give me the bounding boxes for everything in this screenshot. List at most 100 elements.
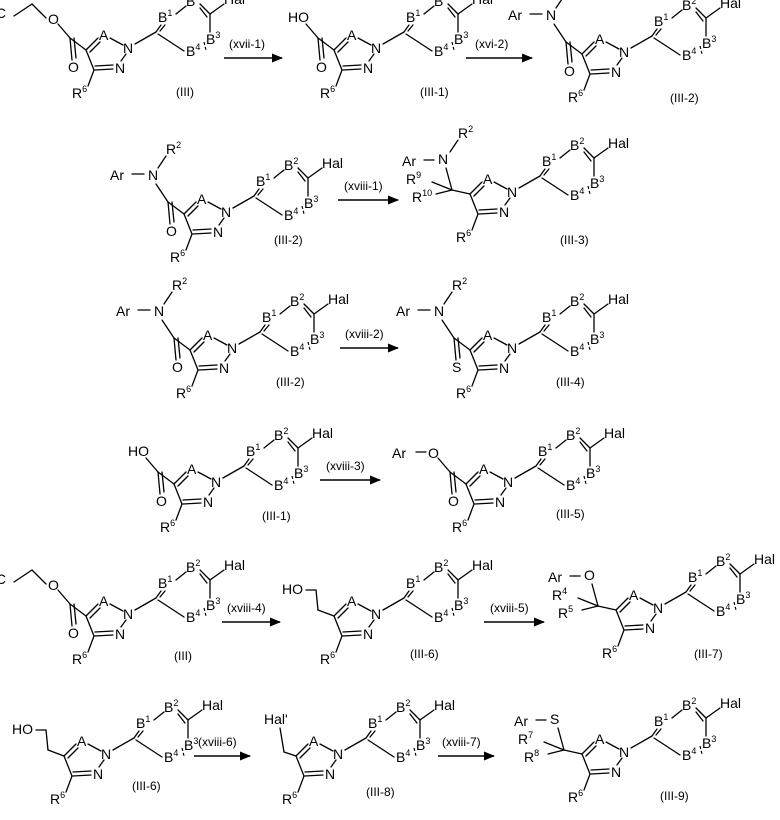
bond-line: [479, 369, 497, 370]
substituent-index: 4: [283, 476, 288, 486]
bond-line: [284, 752, 296, 756]
reaction-arrow: (xviii-1): [338, 179, 398, 200]
halogen-label: Hal: [224, 0, 245, 7]
substituent-index: 2: [195, 0, 200, 2]
bond-line: [592, 584, 598, 606]
ring-atom-B3: B3: [454, 596, 468, 613]
halogen-label: Hal: [328, 291, 349, 307]
bond-line: [306, 24, 318, 38]
R6-label: R6: [282, 790, 297, 807]
bond-line: [70, 604, 72, 626]
bond-line: [158, 34, 184, 51]
bond-line: [183, 499, 201, 500]
ring-atom-B1: B1: [406, 8, 420, 25]
bond-line: [186, 234, 192, 250]
ring-atom-N1: N: [221, 204, 231, 220]
bond-line: [586, 46, 596, 56]
reaction-arrow: (xviii-4): [222, 601, 280, 622]
bond-line: [58, 590, 70, 604]
bond-line: [184, 214, 192, 234]
bond-line: [174, 484, 182, 504]
bond-line: [88, 70, 94, 86]
ring-atom-N1: N: [211, 474, 221, 490]
ring-atom-B2: B2: [566, 426, 580, 443]
ring-atom-N1: N: [653, 600, 663, 616]
ring-atom-B4: B4: [396, 748, 410, 765]
halogen-label: Hal: [322, 155, 343, 171]
halogen-label: Hal: [720, 695, 741, 711]
bond-line: [113, 738, 134, 750]
linker-atom: N: [438, 151, 448, 167]
ring-atom-N2: N: [611, 764, 621, 780]
bond-line: [386, 712, 396, 720]
bond-line: [625, 629, 643, 630]
aryl-label: Ar: [402, 153, 416, 169]
substituent-base: B: [158, 575, 167, 591]
substituent-index: 6: [82, 84, 87, 94]
substituent-base: B: [186, 609, 195, 625]
bond-line: [442, 320, 454, 338]
substituent-index: 3: [463, 30, 468, 40]
substituent-index: 3: [303, 464, 308, 474]
compound-number: (III-3): [560, 233, 589, 247]
substituent-index: 6: [612, 644, 617, 654]
substituent-base: R: [72, 651, 82, 667]
bond-line: [176, 572, 186, 580]
substituent-base: B: [654, 13, 663, 29]
bond-line: [560, 306, 570, 314]
ring-atom-N2: N: [219, 360, 229, 376]
substituent-base: R: [320, 85, 330, 101]
bond-line: [654, 738, 680, 755]
carbonyl-oxygen: O: [68, 59, 79, 75]
ester-oxygen: O: [428, 445, 439, 461]
bond-line: [474, 342, 484, 352]
ring-atom-B3: B3: [206, 596, 220, 613]
compound-III-3: ANNR6B1B2HalB3B4R10R9NR2Ar(III-3): [402, 124, 629, 247]
substituent-index: 1: [167, 8, 172, 18]
ring-atom-A: A: [483, 327, 493, 343]
amide-nitrogen: N: [546, 7, 556, 23]
bond-line: [135, 32, 156, 44]
substituent-index: 1: [551, 152, 556, 162]
compound-number: (III): [176, 85, 194, 99]
substituent-base: B: [158, 9, 167, 25]
bond-line: [591, 769, 609, 770]
ring-atom-B3: B3: [184, 736, 198, 753]
ring-atom-B2: B2: [716, 552, 730, 569]
substituent-base: B: [310, 331, 319, 347]
compound-III-2-row3: ANNR6B1B2HalB3B4ONR2Ar(III-2): [116, 276, 349, 401]
bond-line: [458, 570, 472, 580]
bond-line: [174, 472, 186, 484]
ring-atom-N2: N: [499, 204, 509, 220]
ring-atom-B2: B2: [682, 696, 696, 713]
step-label: (xviii-5): [490, 601, 529, 615]
ring-atom-B4: B4: [716, 602, 730, 619]
R6-label: R6: [72, 84, 87, 101]
compound-III-2-row2: ANNR6B1B2HalB3B4ONR2Ar(III-2): [110, 140, 343, 265]
substituent-base: B: [566, 477, 575, 493]
R6-label: R6: [50, 790, 65, 807]
compound-number: (III-8): [366, 785, 395, 799]
aryl-label: Ar: [508, 7, 522, 23]
bond-line: [184, 202, 196, 214]
substituent-index: 6: [466, 384, 471, 394]
substituent-base: R: [452, 519, 462, 535]
bond-line: [438, 458, 450, 472]
bond-line: [616, 598, 628, 610]
bond-line: [90, 42, 100, 52]
substituent-index: 2: [691, 0, 696, 6]
bond-line: [73, 771, 91, 772]
R2-label: R2: [172, 276, 187, 293]
substituent-index: 3: [711, 34, 716, 44]
substituent-index: 3: [595, 464, 600, 474]
ring-atom-B4: B4: [164, 748, 178, 765]
substituent-base: B: [290, 343, 299, 359]
bond-line: [199, 369, 217, 370]
bond-line: [48, 750, 64, 756]
substituent-base: B: [206, 31, 215, 47]
substituent-base: B: [570, 343, 579, 359]
substituent-index: 6: [330, 84, 335, 94]
substituent-base: B: [702, 735, 711, 751]
substituent-index: 6: [578, 788, 583, 798]
substituent-index: 1: [255, 442, 260, 452]
